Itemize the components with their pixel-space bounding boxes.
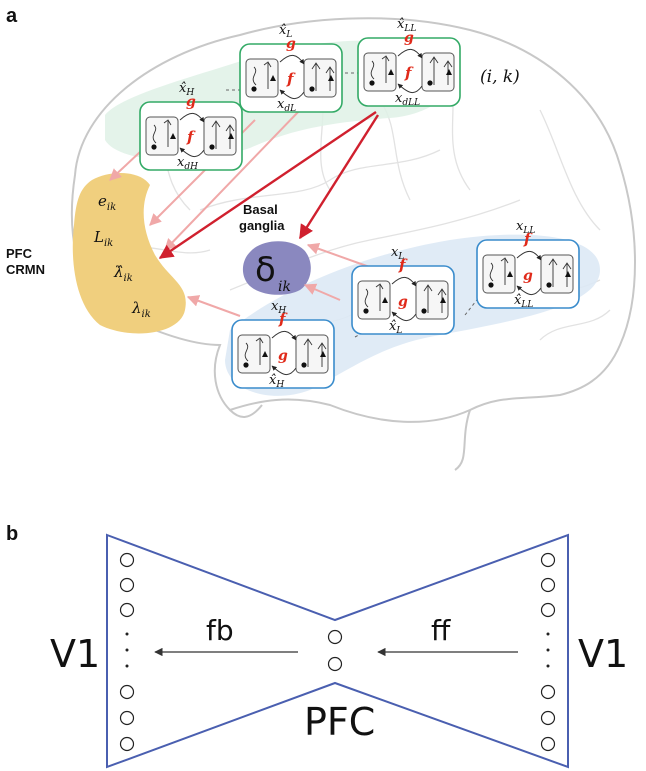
basal-ganglia-line-2: ganglia [239, 218, 285, 233]
node [540, 552, 556, 568]
pfc-var-L: L [93, 228, 104, 246]
module-top-label: xL [391, 245, 404, 262]
pfc-var-lambda-hat-sub: ik [124, 273, 133, 284]
brain-outline [70, 17, 636, 471]
index-label: (i, k) [480, 67, 520, 87]
node [119, 736, 135, 752]
node [119, 684, 135, 700]
node [540, 602, 556, 618]
module-top-label: x̂L [279, 23, 292, 40]
fb-label: fb [206, 614, 234, 647]
ellipsis-dot [546, 648, 550, 652]
module-g-label: g [286, 36, 296, 52]
node [540, 684, 556, 700]
module-g-label: g [278, 348, 288, 364]
node [540, 736, 556, 752]
bottleneck-node-1 [327, 629, 343, 645]
ellipsis-dot [546, 664, 550, 668]
module-g-label: g [523, 268, 533, 284]
ellipsis-dot [125, 648, 129, 652]
pfc-label-line-1: PFC [6, 246, 33, 261]
node [119, 577, 135, 593]
faint-arrows [109, 109, 379, 317]
basal-ganglia-region [242, 241, 311, 295]
strong-arrows [158, 111, 380, 259]
basal-ganglia-line-1: Basal [243, 202, 278, 217]
pfc-var-lambda-hat: λ̂ [113, 263, 124, 281]
delta-symbol: δ [255, 250, 276, 290]
left-node-column [119, 552, 135, 752]
module-f-label: f [398, 256, 408, 274]
pfc-label-line-2: CRMN [6, 262, 45, 277]
module-f-label: f [523, 230, 533, 248]
pfc-var-lambda: λ [131, 299, 142, 317]
module-f-label: f [286, 70, 296, 88]
pfc-var-lambda-sub: ik [142, 309, 151, 320]
module-top-label: xLL [516, 219, 535, 236]
module-g-label: g [404, 30, 414, 46]
node [119, 602, 135, 618]
module-g-label: g [398, 294, 408, 310]
right-v1-label: V1 [578, 632, 628, 676]
module-f-label: f [186, 128, 196, 146]
node [540, 577, 556, 593]
ellipsis-dot [125, 664, 129, 668]
ellipsis-dot [546, 632, 550, 636]
ff-label: ff [431, 614, 451, 647]
delta-subscript: ik [278, 279, 291, 295]
left-v1-label: V1 [50, 632, 100, 676]
pfc-var-e: e [98, 192, 107, 210]
node [119, 710, 135, 726]
svg-text:λik: λik [131, 299, 151, 320]
pfc-center-label: PFC [304, 700, 375, 744]
bowtie-outline [106, 533, 569, 769]
module-f-label: f [278, 310, 288, 328]
module-f-label: f [404, 64, 414, 82]
pfc-var-e-sub: ik [107, 202, 116, 213]
node [540, 710, 556, 726]
panel-a-label: a [6, 5, 18, 27]
pfc-variables: eik Lik λ̂ik λik [93, 192, 151, 320]
svg-text:Lik: Lik [93, 228, 113, 249]
module-g-label: g [186, 94, 196, 110]
right-node-column [540, 552, 556, 752]
svg-text:λ̂ik: λ̂ik [113, 263, 133, 284]
panel-b-label: b [6, 523, 18, 545]
bottleneck-node-2 [327, 656, 343, 672]
pfc-region [72, 173, 186, 334]
pfc-var-L-sub: ik [104, 238, 113, 249]
ellipsis-dot [125, 632, 129, 636]
svg-text:eik: eik [98, 192, 116, 213]
node [119, 552, 135, 568]
